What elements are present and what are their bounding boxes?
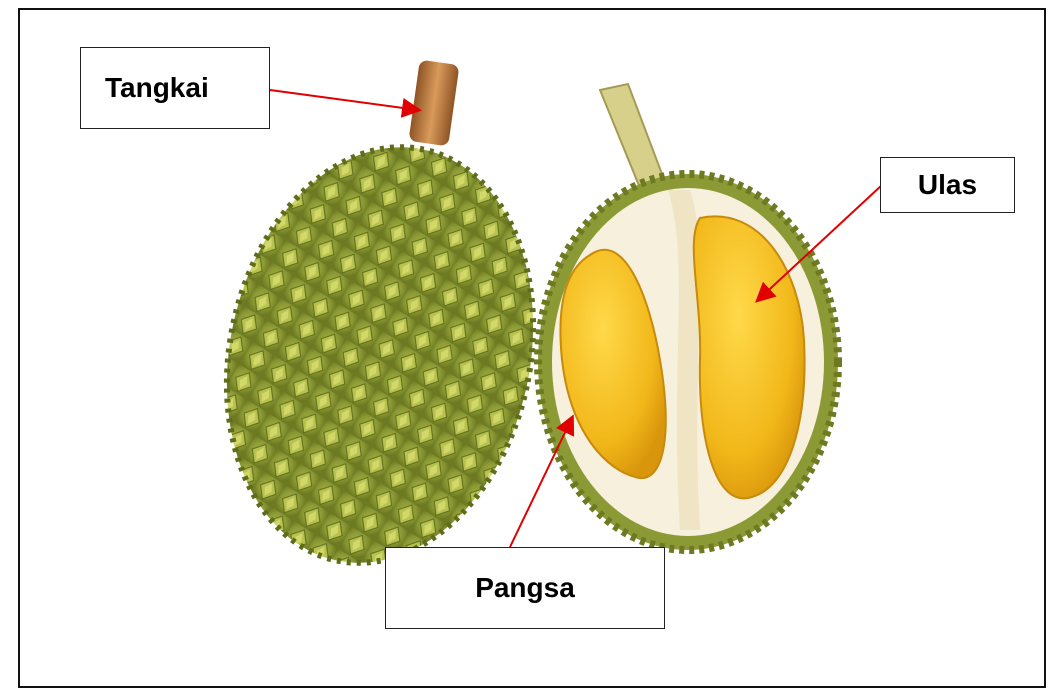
- label-box-tangkai: Tangkai: [80, 47, 270, 129]
- whole-durian-husk: [190, 118, 571, 591]
- label-tangkai: Tangkai: [105, 72, 209, 104]
- label-box-ulas: Ulas: [880, 157, 1015, 213]
- label-ulas: Ulas: [918, 169, 977, 201]
- opened-stem: [600, 84, 665, 188]
- arrow-pangsa: [510, 418, 572, 547]
- label-box-pangsa: Pangsa: [385, 547, 665, 629]
- label-pangsa: Pangsa: [475, 572, 575, 604]
- whole-durian: [190, 60, 571, 592]
- arrow-tangkai: [270, 90, 418, 110]
- stem: [408, 60, 459, 147]
- opened-durian: [538, 84, 838, 550]
